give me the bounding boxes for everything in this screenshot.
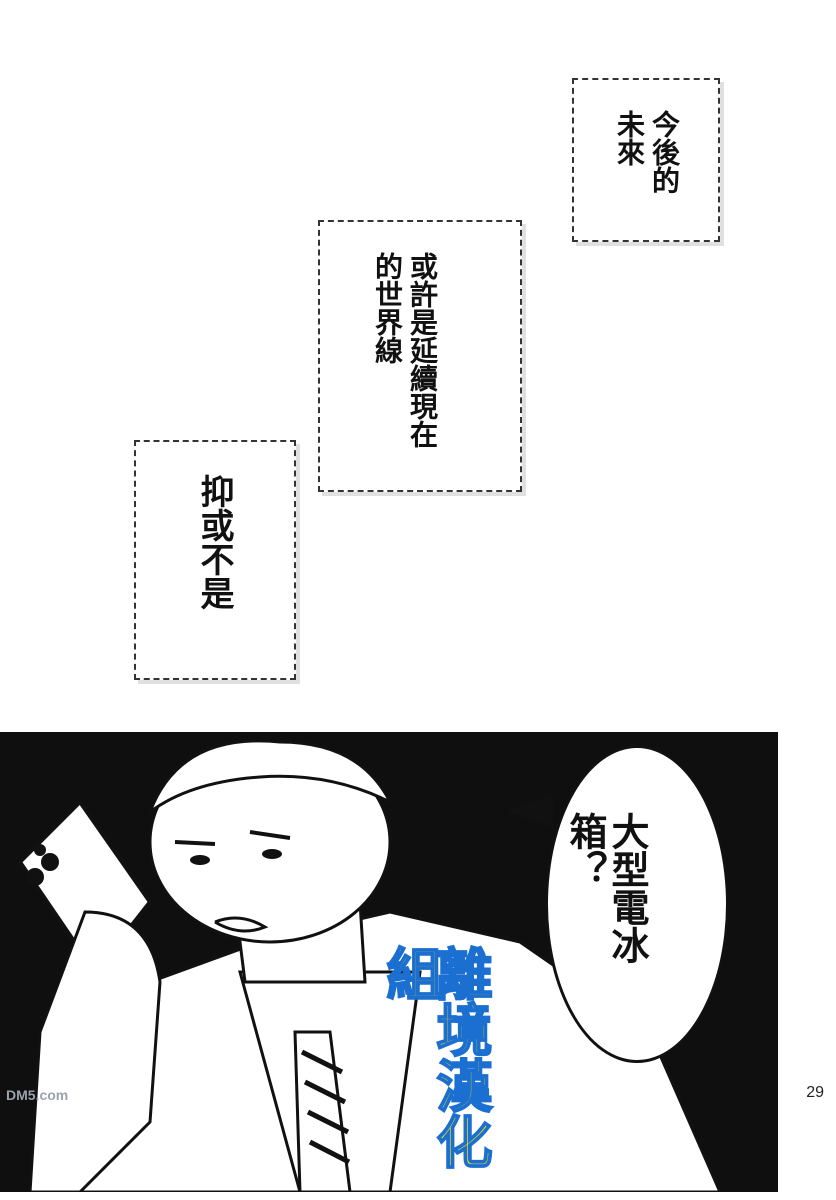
caption-box-3: [134, 440, 296, 680]
page-number: 29: [806, 1084, 824, 1101]
speech-bubble-tail: [505, 795, 553, 827]
caption-box-2: [318, 220, 522, 492]
caption-text-1: 今後的未來: [613, 110, 681, 194]
illustration-panel: [0, 732, 778, 1192]
man-holding-phone-illustration: [17, 739, 722, 1192]
caption-box-1: [572, 78, 720, 242]
speech-bubble-text: 大型電冰箱？: [563, 812, 649, 964]
caption-text-2: 或許是延續現在的世界線: [371, 252, 439, 448]
site-mark: DM5.com: [6, 1087, 69, 1103]
speech-bubble: [545, 745, 729, 1063]
caption-text-3: 抑或不是: [194, 474, 234, 610]
scanlation-watermark: 離境漢化組: [376, 944, 493, 1170]
